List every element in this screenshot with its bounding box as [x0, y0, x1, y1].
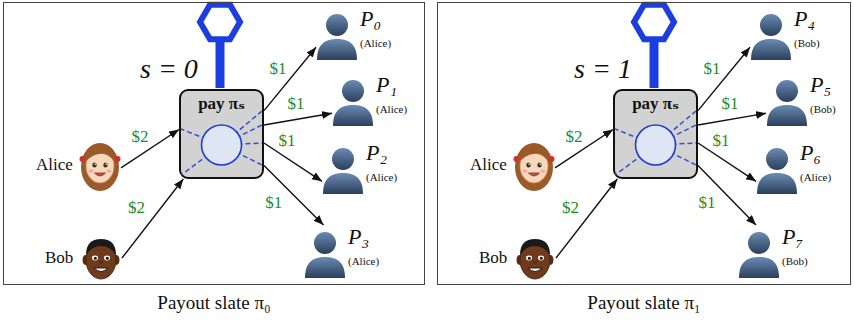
- slate-caption: Payout slate π₀: [4, 292, 424, 314]
- payment-amount: $1: [286, 95, 307, 113]
- payment-amount: $1: [720, 95, 741, 113]
- payment-arrow: [122, 179, 183, 258]
- player-silhouette: [766, 76, 808, 126]
- payment-amount: $1: [277, 132, 298, 150]
- player-silhouette: [322, 144, 364, 194]
- contract-label: pay πₛ: [615, 94, 696, 114]
- player-label: P₆: [800, 141, 821, 165]
- player-owner: (Bob): [794, 37, 820, 50]
- player-silhouette: [316, 10, 358, 60]
- oracle-hexagon: [200, 5, 240, 88]
- payment-amount: $1: [711, 132, 732, 150]
- slate-panel: s = 1Payout slate π₁AliceBobpay πₛP₄(Bob…: [437, 2, 851, 285]
- player-node: P₁ (Alice): [332, 73, 410, 129]
- player-silhouette: [750, 10, 792, 60]
- player-owner: (Alice): [348, 255, 379, 268]
- payment-amount: $1: [697, 194, 718, 212]
- person-name: Bob: [45, 248, 73, 268]
- player-silhouette: [304, 228, 346, 278]
- player-owner: (Bob): [782, 255, 808, 268]
- player-node: P₃ (Alice): [304, 225, 382, 281]
- player-label: P₃: [348, 225, 369, 249]
- payment-amount: $2: [126, 199, 147, 217]
- player-label: P₇: [782, 225, 803, 249]
- payment-amount: $2: [560, 199, 581, 217]
- face-drawing: [79, 137, 121, 193]
- face-drawing: [80, 230, 122, 286]
- oracle-hexagon: [634, 5, 674, 88]
- player-silhouette: [738, 228, 780, 278]
- payment-amount: $2: [564, 128, 585, 146]
- player-node: P₇ (Bob): [738, 225, 810, 281]
- slate-variable: s = 0: [140, 55, 198, 83]
- slate-panel: s = 0Payout slate π₀AliceBobpay πₛP₀(Ali…: [3, 2, 425, 285]
- player-owner: (Alice): [360, 37, 391, 50]
- player-node: P₅ (Bob): [766, 73, 838, 129]
- player-silhouette: [332, 76, 374, 126]
- payment-amount: $1: [263, 194, 284, 212]
- player-label: P₁: [376, 73, 397, 97]
- player-node: P₀ (Alice): [316, 7, 394, 63]
- person-icon: Bob: [45, 229, 122, 287]
- person-name: Alice: [36, 155, 73, 175]
- payment-arrow: [264, 113, 332, 125]
- pay-contract-box: pay πₛ: [179, 89, 264, 179]
- payment-amount: $1: [702, 60, 723, 78]
- payment-arrow: [556, 179, 617, 258]
- person-name: Alice: [470, 155, 507, 175]
- face-drawing: [513, 137, 555, 193]
- player-label: P₂: [366, 141, 387, 165]
- player-label: P₀: [360, 7, 381, 31]
- player-node: P₂ (Alice): [322, 141, 400, 197]
- person-icon: Alice: [470, 136, 555, 194]
- pay-contract-box: pay πₛ: [613, 89, 698, 179]
- slate-caption: Payout slate π₁: [438, 292, 850, 314]
- player-owner: (Alice): [376, 103, 407, 116]
- player-label: P₅: [810, 73, 831, 97]
- person-name: Bob: [479, 248, 507, 268]
- player-owner: (Alice): [800, 171, 831, 184]
- face-drawing: [514, 230, 556, 286]
- player-node: P₆ (Alice): [756, 141, 834, 197]
- player-owner: (Alice): [366, 171, 397, 184]
- player-label: P₄: [794, 7, 815, 31]
- payment-arrow: [264, 166, 324, 226]
- payment-amount: $1: [268, 60, 289, 78]
- person-icon: Alice: [36, 136, 121, 194]
- payment-arrow: [698, 113, 766, 125]
- payment-amount: $2: [130, 128, 151, 146]
- person-icon: Bob: [479, 229, 556, 287]
- contract-label: pay πₛ: [181, 94, 262, 114]
- player-node: P₄ (Bob): [750, 7, 822, 63]
- player-silhouette: [756, 144, 798, 194]
- slate-variable: s = 1: [574, 55, 632, 83]
- player-owner: (Bob): [810, 103, 836, 116]
